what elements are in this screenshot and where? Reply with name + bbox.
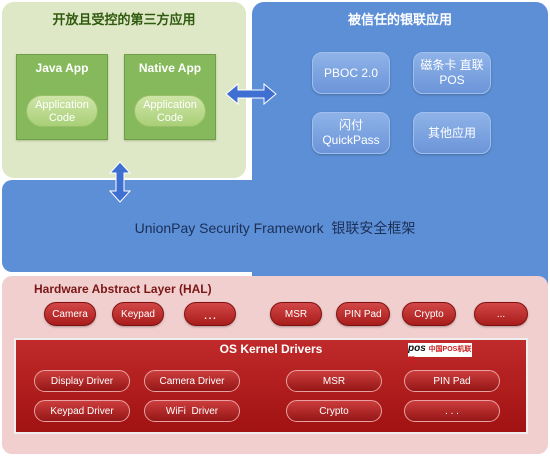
vertical-double-arrow-icon	[108, 161, 132, 203]
pos-alliance-logo: pos 中国POS机联盟	[408, 343, 472, 364]
framework-label: UnionPay Security Framework 银联安全框架	[134, 220, 416, 236]
kernel-wifi-driver: WiFi Driver	[144, 400, 240, 422]
kernel-keypad-driver: Keypad Driver	[34, 400, 130, 422]
hal-title: Hardware Abstract Layer (HAL)	[34, 282, 212, 296]
hal-keypad: Keypad	[112, 302, 164, 326]
kernel-crypto: Crypto	[286, 400, 382, 422]
java-app-box: Java App Application Code	[16, 54, 108, 140]
logo-tag: 中国POS机联盟	[408, 346, 472, 364]
hal-msr: MSR	[270, 302, 322, 326]
hal-pinpad: PIN Pad	[336, 302, 390, 326]
native-app-code: Application Code	[134, 95, 206, 127]
java-app-title: Java App	[35, 61, 89, 75]
hal-camera: Camera	[44, 302, 96, 326]
kernel-title: OS Kernel Drivers	[219, 342, 323, 356]
logo-brand: pos	[408, 343, 426, 354]
kernel-pinpad: PIN Pad	[404, 370, 500, 392]
hal-crypto: Crypto	[402, 302, 456, 326]
native-app-box: Native App Application Code	[124, 54, 216, 140]
horizontal-double-arrow-icon	[225, 82, 277, 106]
trusted-apps-title: 被信任的银联应用	[347, 13, 452, 28]
native-app-title: Native App	[138, 61, 202, 75]
trusted-app-pboc: PBOC 2.0	[312, 52, 390, 94]
trusted-app-magstripe-pos: 磁条卡 直联POS	[413, 52, 491, 94]
trusted-app-quickpass: 闪付 QuickPass	[312, 112, 390, 154]
kernel-msr: MSR	[286, 370, 382, 392]
hal-more-secure: ...	[474, 302, 528, 326]
kernel-more: . . .	[404, 400, 500, 422]
trusted-app-other: 其他应用	[413, 112, 491, 154]
open-apps-title: 开放且受控的第三方应用	[52, 13, 196, 28]
security-framework-band	[2, 180, 548, 272]
kernel-display-driver: Display Driver	[34, 370, 130, 392]
hal-more: …	[184, 302, 236, 326]
java-app-code: Application Code	[26, 95, 98, 127]
kernel-camera-driver: Camera Driver	[144, 370, 240, 392]
